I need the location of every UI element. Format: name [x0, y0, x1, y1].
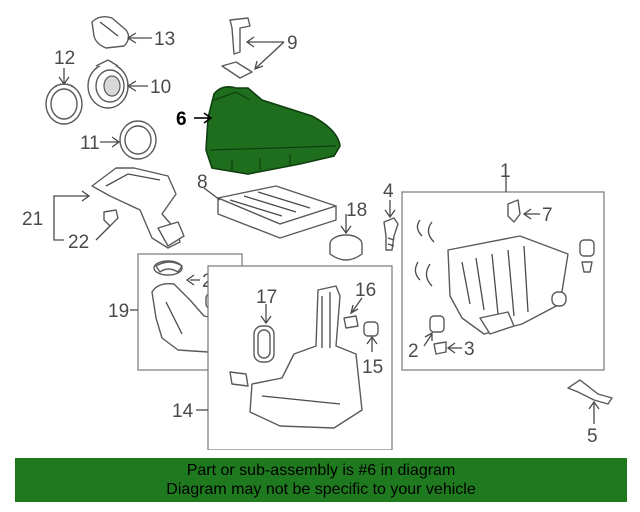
part-16-clip[interactable]: [343, 315, 359, 329]
part-2-grommet[interactable]: [429, 315, 445, 333]
notice-banner: Part or sub-assembly is #6 in diagram Di…: [15, 458, 627, 502]
arrow-9a: [245, 36, 255, 48]
arrow-6: [203, 112, 213, 124]
banner-line-2: Diagram may not be specific to your vehi…: [166, 481, 476, 498]
callout-18: 18: [346, 200, 367, 221]
callout-6: 6: [176, 109, 187, 130]
part-17-seal[interactable]: [253, 325, 275, 363]
callout-4: 4: [383, 181, 394, 202]
callout-22: 22: [68, 232, 89, 253]
arrow-18: [340, 225, 352, 235]
part-1-hose-clips[interactable]: [414, 219, 435, 287]
callout-9: 9: [287, 33, 298, 54]
arrow-4: [384, 209, 396, 219]
part-1-air-cleaner-case[interactable]: [447, 235, 569, 335]
callout-8: 8: [197, 172, 208, 193]
banner-line-1: Part or sub-assembly is #6 in diagram: [186, 462, 456, 479]
part-14-resonator[interactable]: [249, 285, 363, 429]
arrow-12: [58, 76, 70, 86]
callout-15: 15: [362, 357, 383, 378]
callout-2: 2: [408, 341, 419, 362]
callout-3: 3: [464, 339, 475, 360]
leader-2: [423, 333, 433, 347]
arrow-9b: [254, 60, 264, 71]
part-11-clamp[interactable]: [119, 120, 157, 160]
part-8-filter[interactable]: [217, 185, 337, 239]
arrow-16: [349, 304, 359, 315]
part-4-bolt[interactable]: [383, 217, 399, 251]
callout-11: 11: [80, 133, 100, 154]
callout-10: 10: [150, 77, 171, 98]
part-9-sensor[interactable]: [221, 17, 253, 79]
leader-21a: [53, 195, 88, 218]
callout-16: 16: [355, 280, 376, 301]
arrow-11: [111, 136, 121, 148]
callout-5: 5: [587, 426, 598, 447]
part-3-bolt[interactable]: [433, 341, 447, 355]
part-14-bolt[interactable]: [229, 371, 249, 387]
arrow-3: [446, 342, 456, 354]
arrow-10: [126, 80, 137, 92]
callout-21: 21: [22, 209, 43, 230]
callout-14: 14: [172, 401, 194, 422]
part-22-clip[interactable]: [103, 209, 119, 227]
part-20-gasket[interactable]: [155, 261, 183, 273]
leader-21b: [53, 218, 64, 241]
part-21-duct[interactable]: [91, 167, 185, 249]
arrow-5: [588, 400, 600, 410]
callout-19: 19: [108, 301, 129, 322]
leader-8: [203, 187, 221, 201]
callout-1: 1: [500, 161, 511, 182]
part-6-air-cleaner-cover[interactable]: [205, 86, 341, 175]
part-10-tube[interactable]: [87, 59, 129, 109]
leader-22: [95, 225, 111, 241]
part-15-grommet[interactable]: [363, 321, 379, 337]
arrow-21a: [81, 190, 91, 202]
leader-16: [351, 297, 363, 313]
leader-9b: [255, 41, 285, 69]
callout-13: 13: [154, 29, 175, 50]
arrow-15: [366, 335, 378, 345]
part-1-grommets[interactable]: [551, 239, 595, 307]
part-7-bracket[interactable]: [507, 199, 521, 223]
arrow-17: [260, 315, 272, 325]
part-5-bracket[interactable]: [567, 379, 613, 405]
arrow-20: [185, 274, 195, 286]
callout-17: 17: [256, 287, 277, 308]
callout-12: 12: [54, 48, 75, 69]
arrow-7: [522, 208, 532, 220]
callout-7: 7: [542, 205, 553, 226]
part-13-duct-elbow[interactable]: [91, 15, 130, 49]
arrow-13: [126, 32, 137, 44]
parts-diagram: 13 12 10 11 9 6: [22, 15, 613, 450]
part-18-seal[interactable]: [329, 234, 363, 261]
arrow-2: [424, 331, 433, 341]
part-12-clamp[interactable]: [45, 83, 83, 125]
